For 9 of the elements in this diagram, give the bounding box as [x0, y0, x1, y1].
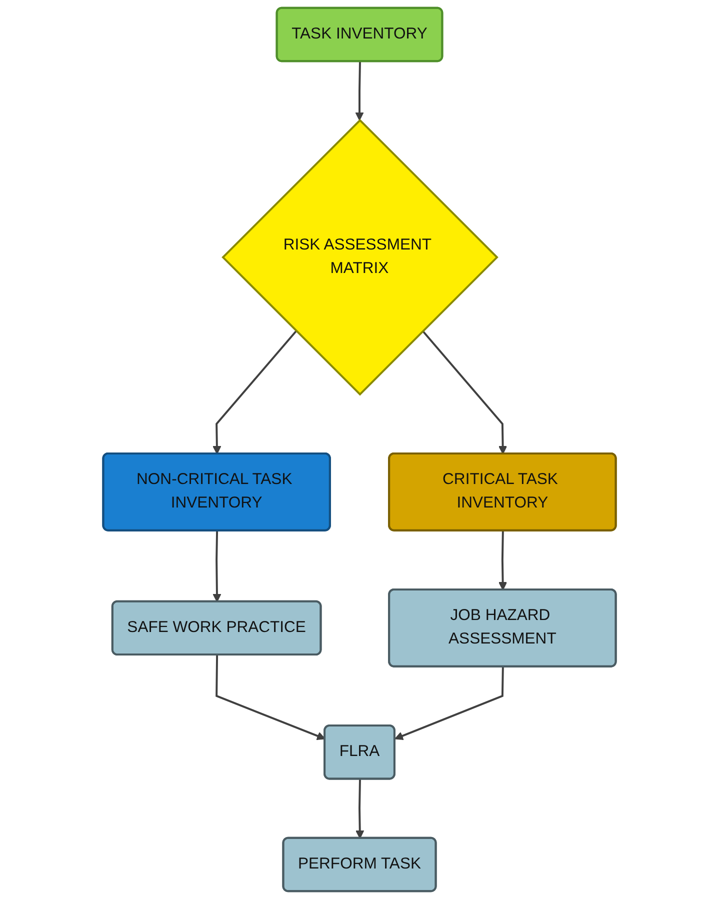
- arrow: [212, 330, 297, 454]
- node-diamond: RISK ASSESSMENT MATRIX: [222, 118, 498, 396]
- arrow: [356, 779, 364, 839]
- arrow: [355, 62, 364, 121]
- arrow: [422, 330, 508, 454]
- arrow: [216, 655, 326, 740]
- arrow: [498, 530, 508, 590]
- arrow: [394, 666, 504, 740]
- arrow: [212, 530, 222, 602]
